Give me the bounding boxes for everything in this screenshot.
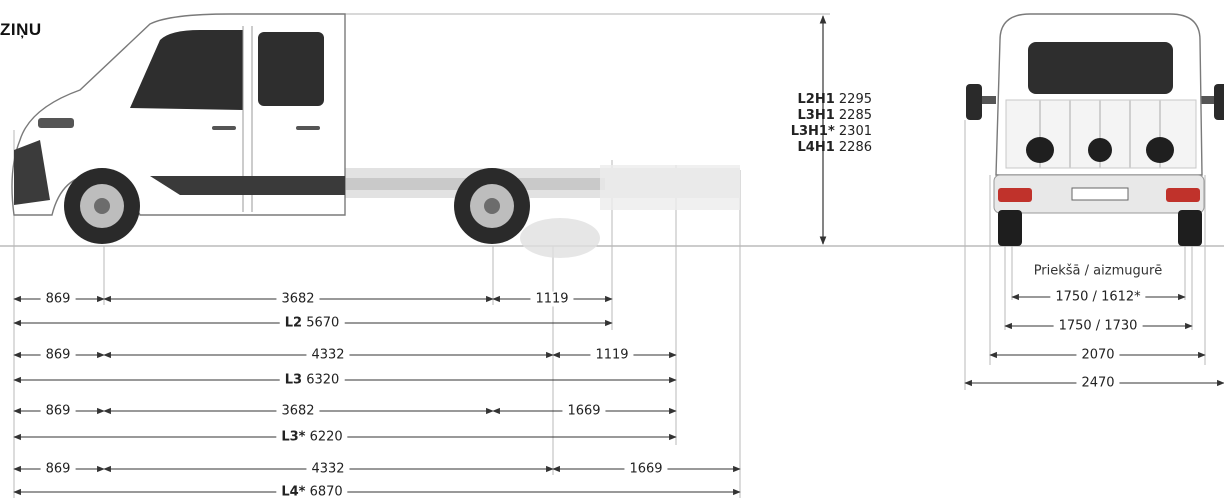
row4-total: L4* 6870 — [276, 484, 348, 500]
height-list: L2H1 2295 L3H1 2285 L3H1* 2301 L4H1 2286 — [752, 92, 872, 156]
row2-rear-overhang: 1119 — [590, 347, 634, 363]
height-row: L3H1 2285 — [797, 108, 873, 123]
row3-rear-overhang: 1669 — [562, 403, 606, 419]
rear-view-vehicle — [966, 13, 1224, 246]
rear-mirror-width: 2470 — [1076, 375, 1120, 391]
height-row: L2H1 2295 — [797, 92, 873, 107]
row4-front-overhang: 869 — [40, 461, 76, 477]
row1-wheelbase: 3682 — [276, 291, 320, 307]
height-row: L3H1* 2301 — [790, 124, 872, 139]
row2-wheelbase: 4332 — [306, 347, 350, 363]
row3-front-overhang: 869 — [40, 403, 76, 419]
row4-wheelbase: 4332 — [306, 461, 350, 477]
rear-caption: Priekšā / aizmugurē — [1031, 263, 1165, 279]
tail-light-right — [1166, 188, 1200, 202]
height-row: L4H1 2286 — [797, 140, 873, 155]
dimension-lines — [13, 293, 1224, 496]
row3-total: L3* 6220 — [276, 429, 348, 445]
row4-rear-overhang: 1669 — [624, 461, 668, 477]
row3-wheelbase: 3682 — [276, 403, 320, 419]
rear-track-width: 1750 / 1612* — [1050, 289, 1146, 305]
row1-front-overhang: 869 — [40, 291, 76, 307]
rear-body-width: 2070 — [1076, 347, 1120, 363]
side-view-vehicle — [11, 13, 740, 258]
tail-light-left — [998, 188, 1032, 202]
page-title: ZIŅU — [0, 20, 42, 39]
row1-total: L2 5670 — [279, 315, 345, 331]
row2-front-overhang: 869 — [40, 347, 76, 363]
rear-track-width-2: 1750 / 1730 — [1053, 318, 1143, 334]
row1-rear-overhang: 1119 — [530, 291, 574, 307]
row2-total: L3 6320 — [279, 372, 345, 388]
